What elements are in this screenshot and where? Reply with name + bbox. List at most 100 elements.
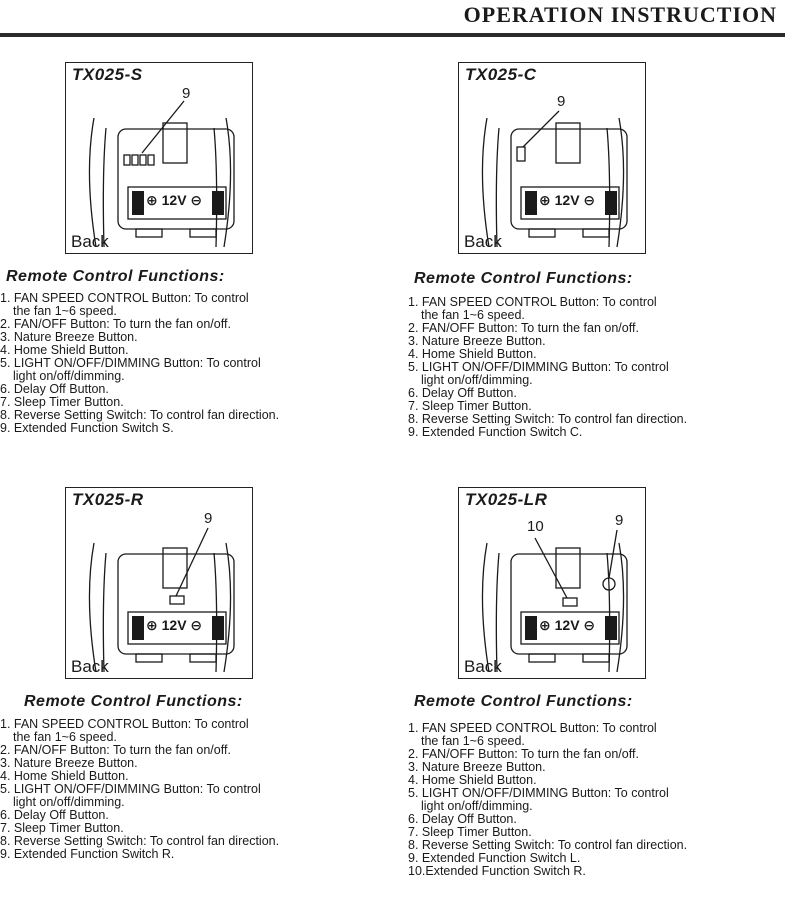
function-item-continuation: the fan 1~6 speed.: [13, 730, 117, 744]
battery-compartment: [117, 553, 235, 655]
function-item: 2. FAN/OFF Button: To turn the fan on/of…: [0, 743, 231, 757]
battery-label: ⊕ 12V ⊖: [539, 617, 596, 633]
function-item: 9. Extended Function Switch C.: [408, 425, 583, 439]
latch-right: [582, 653, 610, 663]
function-item: 4. Home Shield Button.: [408, 773, 537, 787]
page-title: OPERATION INSTRUCTION: [463, 2, 777, 27]
function-item-continuation: light on/off/dimming.: [421, 373, 533, 387]
back-label: Back: [71, 657, 109, 676]
latch-left: [528, 228, 556, 238]
remote-body-left-edge: [481, 117, 490, 248]
function-item: 8. Reverse Setting Switch: To control fa…: [408, 838, 688, 852]
section-heading: Remote Control Functions:: [24, 693, 243, 710]
remote-back-illustration: TX025-LR Back ⊕ 12V ⊖ 10 9: [458, 487, 646, 679]
function-item-continuation: the fan 1~6 speed.: [13, 304, 117, 318]
clip-tab: [555, 122, 581, 164]
remote-body-inner-left: [495, 127, 500, 248]
dip-switch: [139, 154, 147, 166]
battery-contact-right: [212, 616, 224, 640]
slide-switch: [516, 146, 526, 162]
function-item: 7. Sleep Timer Button.: [408, 399, 532, 413]
remote-body-inner-left: [102, 552, 107, 673]
remote-body-left-edge: [88, 117, 97, 248]
function-item: 1. FAN SPEED CONTROL Button: To control: [408, 721, 657, 735]
model-label: TX025-S: [72, 65, 143, 84]
dip-switch: [147, 154, 155, 166]
function-item: 8. Reverse Setting Switch: To control fa…: [0, 834, 280, 848]
battery-label: ⊕ 12V ⊖: [146, 617, 203, 633]
function-item: 3. Nature Breeze Button.: [0, 756, 138, 770]
function-item: 5. LIGHT ON/OFF/DIMMING Button: To contr…: [0, 356, 261, 370]
remote-back-illustration: TX025-R Back ⊕ 12V ⊖ 9: [65, 487, 253, 679]
callout-line: [141, 100, 185, 154]
remote-body-inner-left: [495, 552, 500, 673]
function-item-continuation: the fan 1~6 speed.: [421, 734, 525, 748]
remote-body-inner-left: [102, 127, 107, 248]
callout-number: 10: [527, 518, 544, 535]
clip-tab: [555, 547, 581, 589]
model-label: TX025-R: [72, 490, 144, 509]
clip-tab: [162, 547, 188, 589]
function-item: 9. Extended Function Switch R.: [0, 847, 175, 861]
dip-switch: [131, 154, 139, 166]
function-item: 1. FAN SPEED CONTROL Button: To control: [0, 717, 249, 731]
section-heading: Remote Control Functions:: [414, 270, 633, 287]
remote-body-right-edge: [616, 542, 625, 673]
function-item: 6. Delay Off Button.: [0, 808, 109, 822]
function-item: 2. FAN/OFF Button: To turn the fan on/of…: [408, 747, 639, 761]
remote-body-left-edge: [481, 542, 490, 673]
function-item: 3. Nature Breeze Button.: [408, 334, 546, 348]
back-label: Back: [464, 657, 502, 676]
function-item: 4. Home Shield Button.: [408, 347, 537, 361]
battery-compartment: [510, 553, 628, 655]
function-item-continuation: the fan 1~6 speed.: [421, 308, 525, 322]
battery-label: ⊕ 12V ⊖: [539, 192, 596, 208]
function-item-continuation: light on/off/dimming.: [13, 795, 125, 809]
function-item: 2. FAN/OFF Button: To turn the fan on/of…: [408, 321, 639, 335]
battery-12v: [127, 186, 227, 220]
function-item: 8. Reverse Setting Switch: To control fa…: [0, 408, 280, 422]
callout-number: 9: [182, 85, 191, 102]
battery-contact-right: [605, 191, 617, 215]
battery-contact-left: [132, 191, 144, 215]
section-heading: Remote Control Functions:: [414, 693, 633, 710]
callout-number: 9: [204, 510, 213, 527]
function-item-continuation: light on/off/dimming.: [421, 799, 533, 813]
battery-compartment: [117, 128, 235, 230]
battery-12v: [520, 186, 620, 220]
battery-compartment: [510, 128, 628, 230]
function-item: 5. LIGHT ON/OFF/DIMMING Button: To contr…: [408, 786, 669, 800]
battery-12v: [520, 611, 620, 645]
model-label: TX025-C: [465, 65, 537, 84]
function-item: 5. LIGHT ON/OFF/DIMMING Button: To contr…: [408, 360, 669, 374]
function-item: 7. Sleep Timer Button.: [0, 395, 124, 409]
function-item: 8. Reverse Setting Switch: To control fa…: [408, 412, 688, 426]
function-item: 4. Home Shield Button.: [0, 343, 129, 357]
function-item: 1. FAN SPEED CONTROL Button: To control: [408, 295, 657, 309]
latch-left: [135, 653, 163, 663]
function-item: 1. FAN SPEED CONTROL Button: To control: [0, 291, 249, 305]
callout-line: [534, 537, 568, 599]
battery-contact-right: [212, 191, 224, 215]
latch-right: [189, 228, 217, 238]
back-label: Back: [464, 232, 502, 251]
slide-switch: [562, 597, 578, 607]
callout-number: 9: [615, 512, 624, 529]
remote-back-drawing: [481, 529, 628, 673]
model-label: TX025-LR: [465, 490, 548, 509]
battery-contact-right: [605, 616, 617, 640]
function-item: 3. Nature Breeze Button.: [408, 760, 546, 774]
header-divider: [0, 33, 785, 37]
remote-body-right-edge: [616, 117, 625, 248]
function-item-continuation: light on/off/dimming.: [13, 369, 125, 383]
dip-switch: [123, 154, 131, 166]
clip-tab: [162, 122, 188, 164]
function-item: 6. Delay Off Button.: [408, 812, 517, 826]
function-item: 10.Extended Function Switch R.: [408, 864, 586, 878]
remote-body-right-edge: [223, 117, 232, 248]
